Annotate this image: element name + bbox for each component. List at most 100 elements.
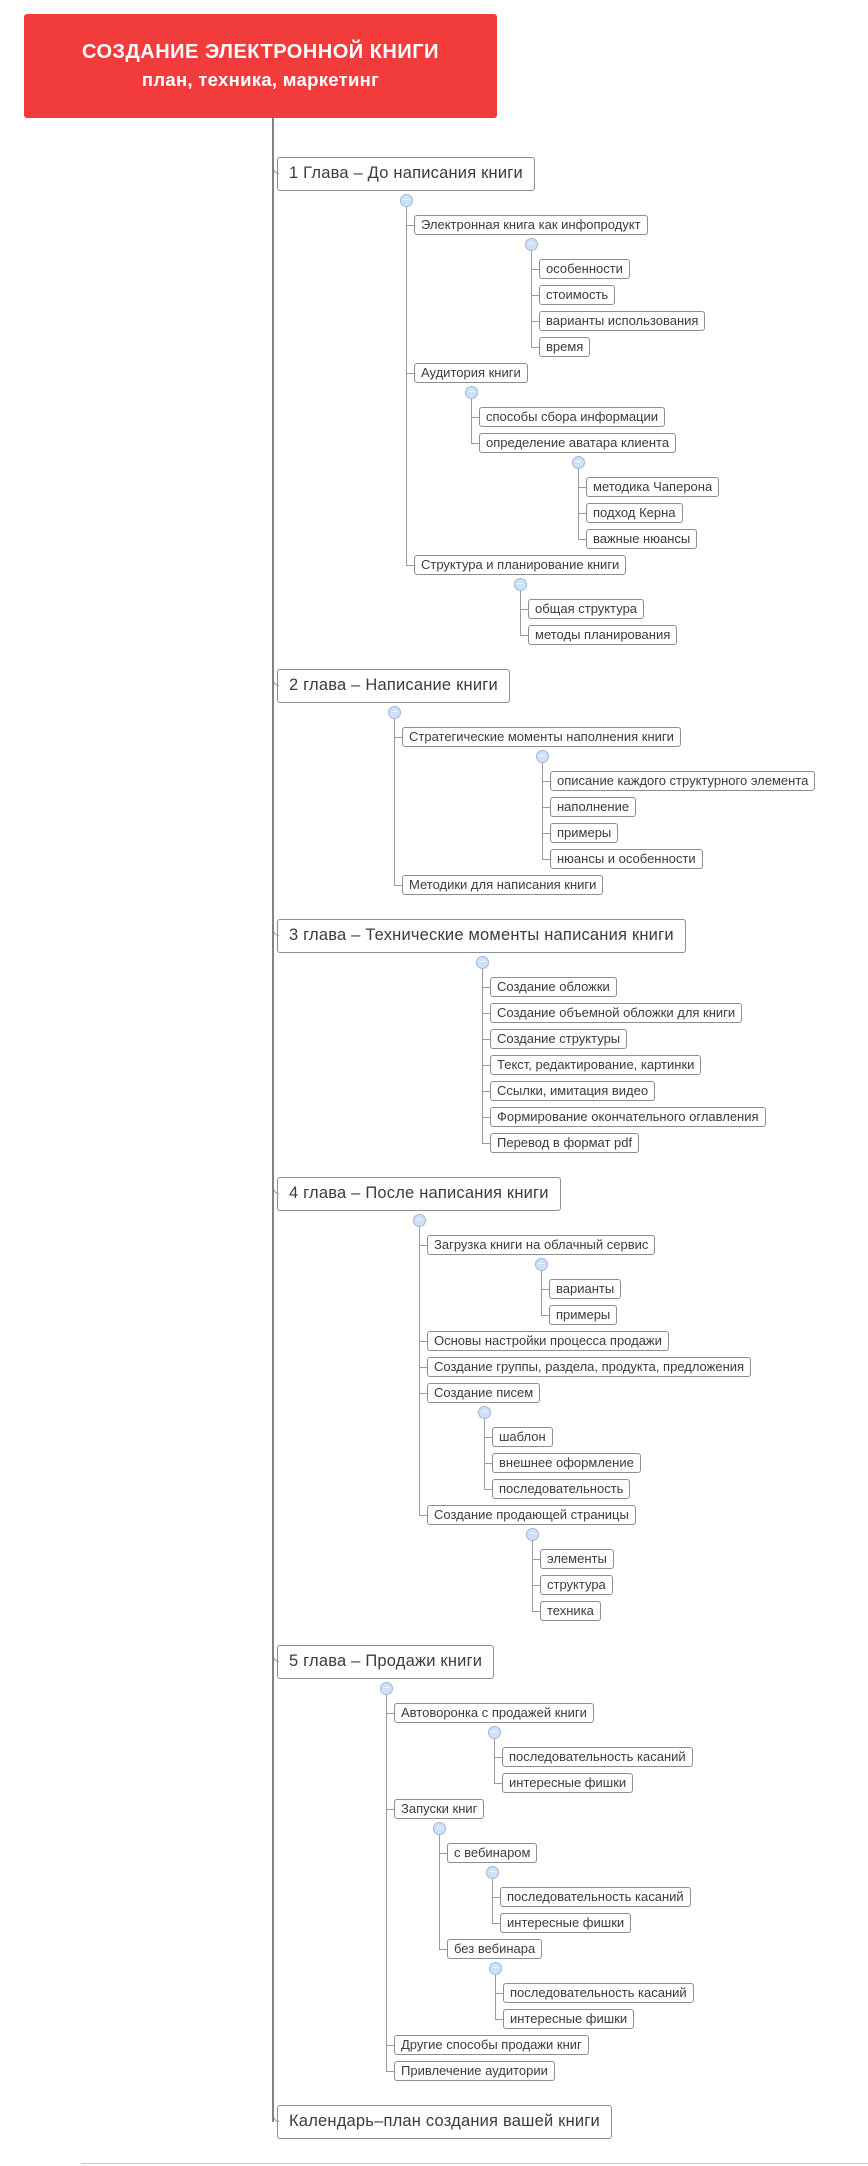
mindmap-node[interactable]: описание каждого структурного элемента	[550, 771, 816, 791]
mindmap-node[interactable]: методика Чаперона	[586, 477, 720, 497]
node-label: интересные фишки	[510, 2011, 628, 2026]
mindmap-node[interactable]: последовательность касаний	[503, 1983, 694, 2003]
mindmap-node[interactable]: 4 глава – После написания книги	[277, 1177, 561, 1211]
branch-trunk-line	[471, 399, 472, 443]
node-label: 5 глава – Продажи книги	[289, 1652, 483, 1670]
mindmap-node[interactable]: Структура и планирование книги	[414, 555, 627, 575]
mindmap-node[interactable]: варианты	[549, 1279, 622, 1299]
collapse-button[interactable]: −	[400, 194, 413, 207]
branch-trunk-line	[494, 1739, 495, 1783]
mindmap-node[interactable]: Создание структуры	[490, 1029, 628, 1049]
mindmap-node[interactable]: Создание обложки	[490, 977, 617, 997]
mindmap-node[interactable]: Календарь–план создания вашей книги	[277, 2105, 612, 2139]
node-label: элементы	[547, 1551, 607, 1566]
mindmap-node[interactable]: наполнение	[550, 797, 637, 817]
mindmap-node[interactable]: стоимость	[539, 285, 616, 305]
mindmap-node[interactable]: общая структура	[528, 599, 645, 619]
collapse-button[interactable]: −	[489, 1962, 502, 1975]
collapse-button[interactable]: −	[536, 750, 549, 763]
branch-trunk-line	[578, 469, 579, 539]
mindmap-node[interactable]: Перевод в формат pdf	[490, 1133, 640, 1153]
mindmap-node[interactable]: 1 Глава – До написания книги	[277, 157, 535, 191]
mindmap-node[interactable]: нюансы и особенности	[550, 849, 703, 869]
mindmap-node[interactable]: 3 глава – Технические моменты написания …	[277, 919, 686, 953]
node-label: примеры	[557, 825, 612, 840]
node-label: Структура и планирование книги	[421, 557, 620, 572]
collapse-button[interactable]: −	[433, 1822, 446, 1835]
mindmap-node[interactable]: Запуски книг	[394, 1799, 485, 1819]
stub-line	[419, 1515, 427, 1516]
collapse-button[interactable]: −	[488, 1726, 501, 1739]
mindmap-node[interactable]: Создание продающей страницы	[427, 1505, 636, 1525]
stub-line	[494, 1757, 502, 1758]
stub-line	[578, 487, 586, 488]
node-label: Создание структуры	[497, 1031, 621, 1046]
mindmap-node[interactable]: важные нюансы	[586, 529, 698, 549]
root-topic[interactable]: СОЗДАНИЕ ЭЛЕКТРОННОЙ КНИГИ план, техника…	[24, 14, 497, 118]
mindmap-node[interactable]: Создание писем	[427, 1383, 541, 1403]
mindmap-node[interactable]: интересные фишки	[500, 1913, 632, 1933]
collapse-button[interactable]: −	[486, 1866, 499, 1879]
mindmap-node[interactable]: Создание объемной обложки для книги	[490, 1003, 743, 1023]
minus-icon: −	[539, 749, 546, 762]
mindmap-node[interactable]: элементы	[540, 1549, 614, 1569]
stub-line	[482, 1013, 490, 1014]
mindmap-node[interactable]: Основы настройки процесса продажи	[427, 1331, 669, 1351]
mindmap-node[interactable]: Текст, редактирование, картинки	[490, 1055, 702, 1075]
collapse-button[interactable]: −	[478, 1406, 491, 1419]
collapse-button[interactable]: −	[388, 706, 401, 719]
mindmap-node[interactable]: методы планирования	[528, 625, 678, 645]
mindmap-node[interactable]: Методики для написания книги	[402, 875, 604, 895]
mindmap-node[interactable]: последовательность касаний	[502, 1747, 693, 1767]
mindmap-node[interactable]: интересные фишки	[502, 1773, 634, 1793]
mindmap-node[interactable]: варианты использования	[539, 311, 706, 331]
mindmap-node[interactable]: 2 глава – Написание книги	[277, 669, 510, 703]
mindmap-node[interactable]: Формирование окончательного оглавления	[490, 1107, 766, 1127]
mindmap-node[interactable]: Создание группы, раздела, продукта, пред…	[427, 1357, 752, 1377]
mindmap-node[interactable]: примеры	[550, 823, 619, 843]
mindmap-node[interactable]: последовательность касаний	[500, 1887, 691, 1907]
mindmap-node[interactable]: время	[539, 337, 591, 357]
collapse-button[interactable]: −	[525, 238, 538, 251]
collapse-button[interactable]: −	[465, 386, 478, 399]
stub-line	[394, 885, 402, 886]
minus-icon: −	[538, 1257, 545, 1270]
mindmap-node[interactable]: последовательность	[492, 1479, 631, 1499]
mindmap-node[interactable]: особенности	[539, 259, 630, 279]
mindmap-node[interactable]: шаблон	[492, 1427, 553, 1447]
mindmap-node[interactable]: примеры	[549, 1305, 618, 1325]
mindmap-node[interactable]: Ссылки, имитация видео	[490, 1081, 656, 1101]
stub-line	[484, 1463, 492, 1464]
stub-line	[542, 781, 550, 782]
mindmap-node[interactable]: с вебинаром	[447, 1843, 538, 1863]
mindmap-node[interactable]: Электронная книга как инфопродукт	[414, 215, 648, 235]
collapse-button[interactable]: −	[572, 456, 585, 469]
stub-line	[386, 1713, 394, 1714]
node-label: Создание обложки	[497, 979, 610, 994]
collapse-button[interactable]: −	[413, 1214, 426, 1227]
main-trunk-line	[272, 118, 274, 2122]
collapse-button[interactable]: −	[476, 956, 489, 969]
mindmap-node[interactable]: Стратегические моменты наполнения книги	[402, 727, 681, 747]
collapse-button[interactable]: −	[514, 578, 527, 591]
mindmap-node[interactable]: Загрузка книги на облачный сервис	[427, 1235, 656, 1255]
mindmap-node[interactable]: без вебинара	[447, 1939, 543, 1959]
collapse-button[interactable]: −	[380, 1682, 393, 1695]
mindmap-node[interactable]: Автоворонка с продажей книги	[394, 1703, 594, 1723]
node-label: последовательность касаний	[510, 1985, 687, 2000]
root-subtitle: план, техника, маркетинг	[141, 69, 380, 90]
mindmap-node[interactable]: способы сбора информации	[479, 407, 666, 427]
branch-trunk-line	[541, 1271, 542, 1315]
mindmap-node[interactable]: интересные фишки	[503, 2009, 635, 2029]
collapse-button[interactable]: −	[535, 1258, 548, 1271]
mindmap-node[interactable]: Привлечение аудитории	[394, 2061, 555, 2081]
mindmap-node[interactable]: внешнее оформление	[492, 1453, 641, 1473]
mindmap-node[interactable]: определение аватара клиента	[479, 433, 677, 453]
mindmap-node[interactable]: техника	[540, 1601, 601, 1621]
collapse-button[interactable]: −	[526, 1528, 539, 1541]
mindmap-node[interactable]: подход Керна	[586, 503, 683, 523]
mindmap-node[interactable]: структура	[540, 1575, 613, 1595]
mindmap-node[interactable]: 5 глава – Продажи книги	[277, 1645, 495, 1679]
mindmap-node[interactable]: Другие способы продажи книг	[394, 2035, 589, 2055]
mindmap-node[interactable]: Аудитория книги	[414, 363, 528, 383]
